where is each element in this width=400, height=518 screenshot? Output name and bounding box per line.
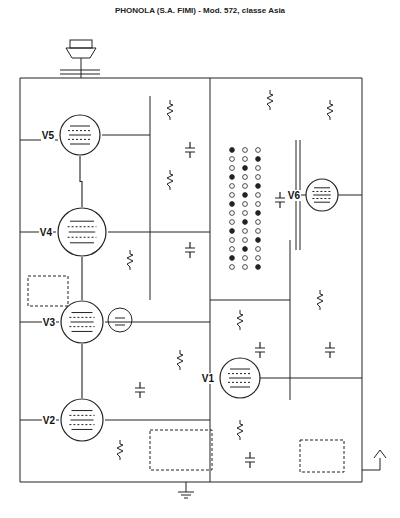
switch-contact xyxy=(256,175,261,180)
tube-symbol xyxy=(59,114,101,156)
antenna-coil xyxy=(300,440,344,472)
capacitor-symbol xyxy=(185,142,195,158)
tube-label: V1 xyxy=(201,373,215,384)
tube-label: V4 xyxy=(39,227,53,238)
resistor-symbol xyxy=(127,250,133,270)
capacitor-symbol xyxy=(185,242,195,258)
tube-node: V2 xyxy=(42,398,104,442)
capacitor-symbol xyxy=(245,452,255,468)
switch-contact xyxy=(256,256,261,261)
tube-symbol xyxy=(108,308,132,332)
switch-contact xyxy=(243,184,248,189)
b-plus-line xyxy=(210,78,211,482)
switch-contact xyxy=(230,175,235,180)
resistor-symbol xyxy=(177,350,183,370)
resistor-symbol xyxy=(327,100,333,120)
switch-contact xyxy=(243,148,248,153)
switch-contact xyxy=(230,247,235,252)
resistor-symbol xyxy=(237,420,243,440)
wire-connector xyxy=(81,344,82,398)
tube-label: V2 xyxy=(42,415,56,426)
wiring xyxy=(20,135,362,420)
resistor-symbol xyxy=(167,100,173,120)
tube-label: V3 xyxy=(42,317,56,328)
resistor-symbol xyxy=(317,290,323,310)
switch-contact xyxy=(230,220,235,225)
resistor-symbol xyxy=(167,170,173,190)
switch-contact xyxy=(243,247,248,252)
tube-symbol xyxy=(305,178,339,212)
speaker-symbol xyxy=(70,40,92,48)
ground-symbol xyxy=(178,482,194,498)
capacitor-symbol xyxy=(275,192,285,208)
switch-contact xyxy=(256,229,261,234)
capacitor-symbol xyxy=(325,342,335,358)
resistor-symbol xyxy=(237,310,243,330)
tube-symbol xyxy=(60,300,104,344)
if-transformer xyxy=(28,276,68,306)
switch-contact xyxy=(230,238,235,243)
switch-contact xyxy=(230,229,235,234)
switch-contact xyxy=(243,202,248,207)
tube-node: V5 xyxy=(41,114,101,156)
tube-node: V1 xyxy=(201,357,261,399)
tube-node: V4 xyxy=(39,207,107,257)
switch-contact xyxy=(256,202,261,207)
tube-node: V3 xyxy=(42,300,104,344)
capacitor-symbol xyxy=(135,382,145,398)
switch-contact xyxy=(230,193,235,198)
switch-contact xyxy=(243,238,248,243)
tube-symbol xyxy=(57,207,107,257)
schematic-title: PHONOLA (S.A. FIMI) - Mod. 572, classe A… xyxy=(0,6,400,15)
switch-contact xyxy=(230,184,235,189)
switch-contact xyxy=(243,220,248,225)
tube-symbol xyxy=(60,398,104,442)
switch-contact xyxy=(243,166,248,171)
switch-contact xyxy=(243,175,248,180)
capacitor-symbol xyxy=(255,342,265,358)
resistor-symbol xyxy=(117,440,123,460)
switch-contact xyxy=(243,229,248,234)
switch-contact xyxy=(243,193,248,198)
switch-contact xyxy=(230,157,235,162)
switch-contact xyxy=(256,265,261,270)
switch-contact xyxy=(243,256,248,261)
signal-line xyxy=(150,96,151,300)
switch-contact xyxy=(256,148,261,153)
switch-contact xyxy=(256,247,261,252)
switch-contact xyxy=(230,211,235,216)
switch-contact xyxy=(230,256,235,261)
wire-connector xyxy=(80,156,82,207)
output-transformer xyxy=(60,70,100,74)
switch-contact xyxy=(230,148,235,153)
switch-contact xyxy=(256,193,261,198)
resistor-symbol xyxy=(267,90,273,110)
wire-connector xyxy=(81,257,82,300)
switch-contact xyxy=(230,265,235,270)
switch-contact xyxy=(256,184,261,189)
switch-contact xyxy=(243,211,248,216)
switch-contact xyxy=(256,238,261,243)
supply-rail xyxy=(20,78,362,482)
tube-symbol xyxy=(219,357,261,399)
switch-contact xyxy=(230,202,235,207)
switch-contact xyxy=(230,166,235,171)
switch-contact xyxy=(256,211,261,216)
tube-label: V6 xyxy=(287,190,301,201)
speaker-cone xyxy=(66,48,96,58)
switch-contact xyxy=(256,166,261,171)
tube-node: V6 xyxy=(287,178,339,212)
switch-contact xyxy=(256,220,261,225)
switch-contact xyxy=(243,265,248,270)
tube-label: V5 xyxy=(41,130,55,141)
switch-contact xyxy=(243,157,248,162)
oscillator-coil xyxy=(150,430,212,470)
switch-contact xyxy=(256,157,261,162)
antenna-symbol xyxy=(362,450,386,470)
